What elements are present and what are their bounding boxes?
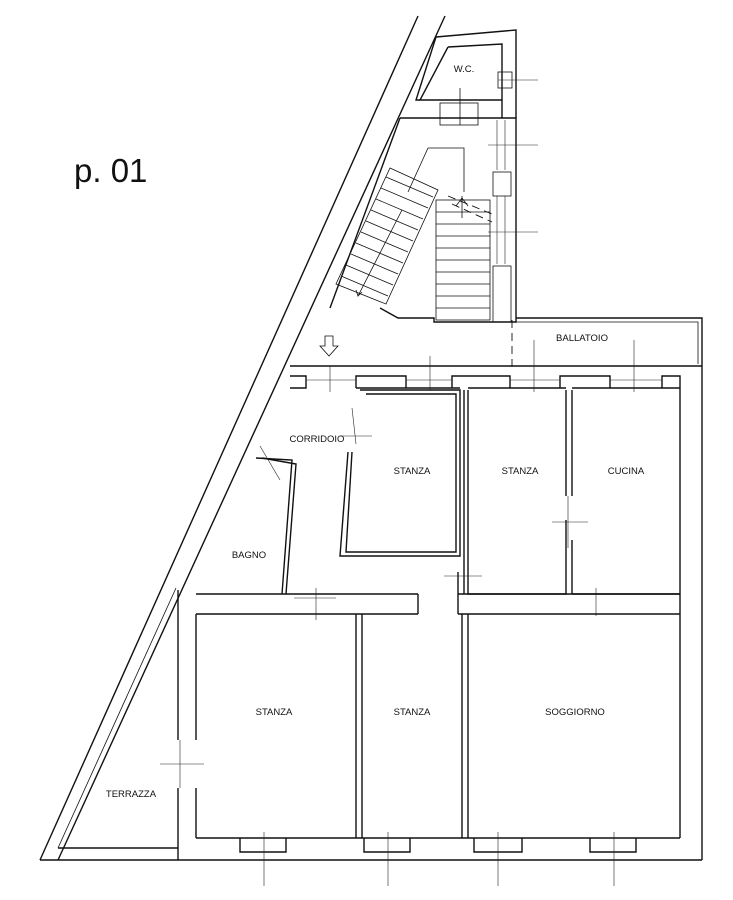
building-walls [57, 340, 703, 886]
room-label-terrazza: TERRAZZA [106, 789, 157, 800]
room-label-ballatoio: BALLATOIO [556, 333, 608, 344]
room-label-stanza-3: STANZA [256, 707, 293, 718]
entrance-arrow-icon [319, 335, 339, 357]
room-label-stanza-1: STANZA [394, 466, 431, 477]
ballatoio-balcony [290, 317, 703, 370]
room-label-wc: W.C. [454, 64, 475, 75]
outer-diagonal-wall [39, 15, 446, 861]
floor-label: p. 01 [74, 152, 147, 189]
room-label-soggiorno: SOGGIORNO [545, 707, 605, 718]
room-label-corridoio: CORRIDOIO [290, 434, 345, 445]
room-label-cucina: CUCINA [608, 466, 645, 477]
room-label-stanza-2: STANZA [502, 466, 539, 477]
wc-block [415, 29, 538, 126]
stair-block [329, 117, 538, 323]
room-label-stanza-4: STANZA [394, 707, 431, 718]
room-label-bagno: BAGNO [232, 550, 266, 561]
